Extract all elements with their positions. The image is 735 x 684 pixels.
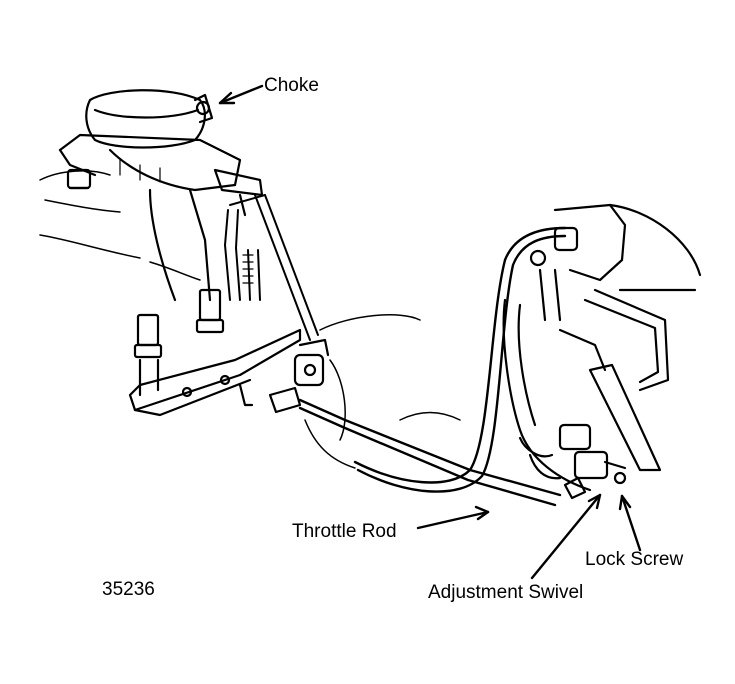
pedal-arm xyxy=(558,328,662,472)
swivel-assembly xyxy=(518,423,627,500)
leader-arrows xyxy=(218,84,642,580)
cable xyxy=(353,226,567,493)
firewall-bracket xyxy=(502,203,702,492)
mounting-bracket xyxy=(128,288,302,417)
throttle-rod-label: Throttle Rod xyxy=(292,521,397,542)
throttle-lever xyxy=(268,338,330,414)
choke-label: Choke xyxy=(264,75,319,96)
transmission-outline xyxy=(304,314,461,469)
figure-number: 35236 xyxy=(102,579,155,600)
carburetor xyxy=(58,89,264,302)
adjustment-swivel-label: Adjustment Swivel xyxy=(428,582,584,603)
lock-screw-label: Lock Screw xyxy=(585,549,684,570)
engine-outline xyxy=(39,170,201,281)
linkage xyxy=(224,194,319,341)
throttle-rod xyxy=(298,398,562,507)
